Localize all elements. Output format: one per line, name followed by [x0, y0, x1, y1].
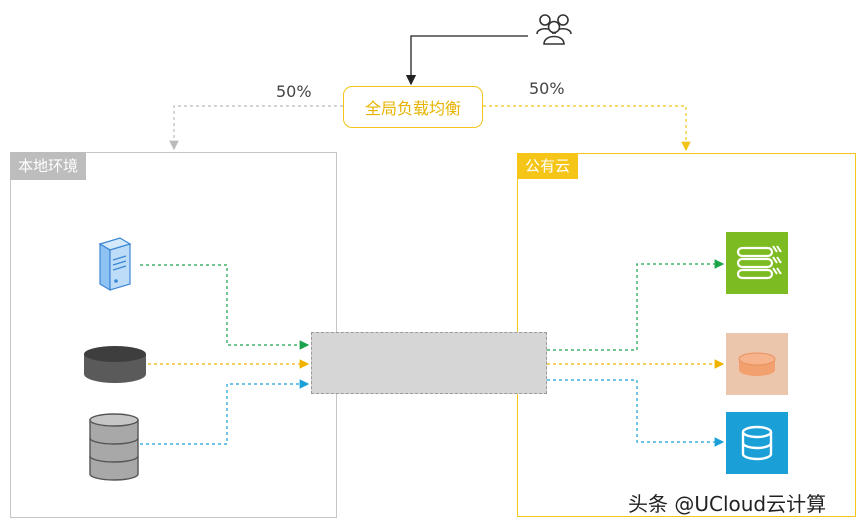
global-load-balancer: 全局负载均衡: [343, 86, 483, 128]
storage-stack-icon: [88, 412, 140, 482]
storage-sync-line: [140, 379, 310, 445]
left-split-percent: 50%: [276, 82, 312, 101]
server-icon: [90, 236, 134, 292]
watermark-text: 头条 @UCloud云计算: [628, 492, 827, 516]
cloud-host-sync-line: [547, 259, 725, 351]
users-icon: [535, 8, 573, 46]
balancer-to-cloud-line: [483, 105, 691, 152]
public-cloud-label: 公有云: [517, 153, 579, 179]
data-transfer-channel: [311, 332, 547, 394]
server-sync-line: [140, 264, 310, 350]
cloud-host-icon: [726, 232, 788, 294]
on-premises-group: [10, 152, 337, 518]
on-premises-label: 本地环境: [10, 152, 87, 180]
cloud-storage-sync-line: [547, 379, 725, 447]
right-split-percent: 50%: [529, 79, 565, 98]
public-cloud-group: [517, 153, 856, 517]
disk-icon: [82, 344, 148, 384]
load-balancer-label: 全局负载均衡: [364, 99, 461, 118]
balancer-to-onprem-line: [169, 105, 343, 151]
cloud-database-icon: [726, 333, 788, 395]
users-to-balancer-line: [405, 35, 528, 86]
cloud-storage-icon: [726, 412, 788, 474]
